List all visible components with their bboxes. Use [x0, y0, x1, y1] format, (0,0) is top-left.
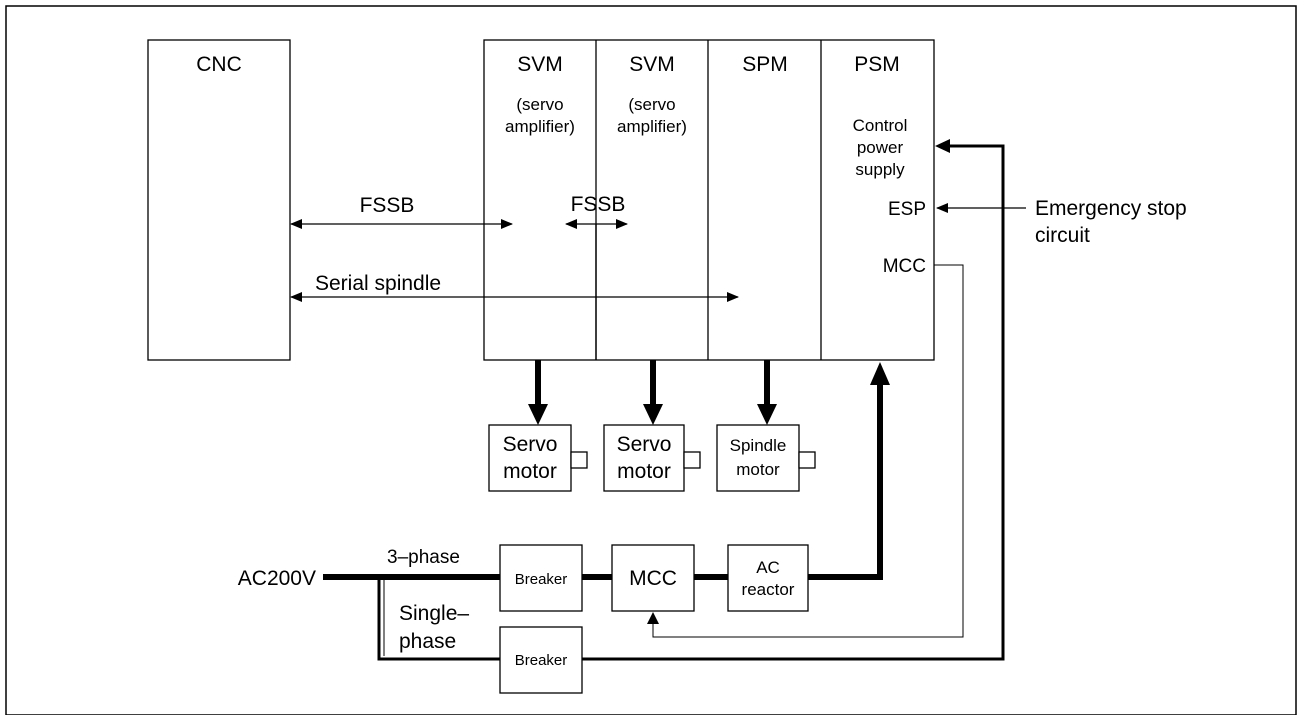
svm2-motor-arrowhead — [643, 404, 663, 425]
fssb-link-label: FSSB — [571, 193, 626, 216]
spindle-motor-box — [716, 424, 800, 492]
psm-mcc-label: MCC — [883, 256, 926, 277]
svm1-motor-arrowhead — [528, 404, 548, 425]
single-phase-line2: phase — [399, 630, 456, 653]
cnc-box — [147, 39, 291, 361]
svm2-label: SVM — [629, 53, 675, 76]
servo-motor-1-line1: Servo — [503, 433, 558, 456]
psm-control-line2: power — [857, 138, 904, 157]
mcc-control-arrowhead — [647, 612, 659, 624]
servo-motor-2-line1: Servo — [617, 433, 672, 456]
mcc-control-line — [652, 264, 964, 638]
emergency-stop-line2: circuit — [1035, 224, 1090, 247]
emergency-stop-line1: Emergency stop — [1035, 197, 1187, 220]
reactor-to-psm-line — [808, 380, 883, 580]
psm-control-line1: Control — [853, 116, 908, 135]
svm1-sub2: amplifier) — [505, 117, 575, 136]
servo-motor-2-box — [603, 424, 685, 492]
ac-reactor-line2: reactor — [742, 580, 795, 599]
psm-control-line3: supply — [855, 160, 905, 179]
ac-reactor-box — [727, 544, 809, 612]
servo-motor-2-line2: motor — [617, 460, 671, 483]
spm-motor-arrowhead — [757, 404, 777, 425]
control-power-arrowhead — [935, 139, 950, 153]
spindle-motor-line2: motor — [736, 460, 780, 479]
three-phase-label: 3–phase — [387, 547, 460, 568]
servo-motor-2-encoder — [683, 451, 701, 469]
svm1-sub1: (servo — [516, 95, 563, 114]
ac200v-label: AC200V — [238, 567, 316, 590]
breaker-main-label: Breaker — [515, 571, 568, 588]
single-phase-branch — [377, 577, 500, 661]
cnc-label: CNC — [196, 53, 242, 76]
mcc-box-label: MCC — [629, 567, 677, 590]
spm-label: SPM — [742, 53, 788, 76]
serial-spindle-label: Serial spindle — [315, 272, 441, 295]
psm-power-arrowhead — [870, 362, 890, 385]
mcc-box — [611, 544, 695, 612]
control-power-line — [582, 144, 1005, 661]
breaker-main-box — [499, 544, 583, 612]
svm2-sub2: amplifier) — [617, 117, 687, 136]
breaker-single-label: Breaker — [515, 652, 568, 669]
servo-motor-1-encoder — [570, 451, 588, 469]
diagram-frame — [5, 5, 1297, 715]
spindle-motor-encoder — [798, 451, 816, 469]
fssb-main-label: FSSB — [360, 194, 415, 217]
spindle-motor-line1: Spindle — [730, 436, 787, 455]
single-phase-line1: Single– — [399, 602, 469, 625]
servo-motor-1-box — [488, 424, 572, 492]
svm2-sub1: (servo — [628, 95, 675, 114]
psm-esp-label: ESP — [888, 199, 926, 220]
amplifier-rack — [483, 39, 935, 361]
psm-label: PSM — [854, 53, 900, 76]
servo-motor-1-line2: motor — [503, 460, 557, 483]
ac-reactor-line1: AC — [756, 558, 780, 577]
svm1-label: SVM — [517, 53, 563, 76]
